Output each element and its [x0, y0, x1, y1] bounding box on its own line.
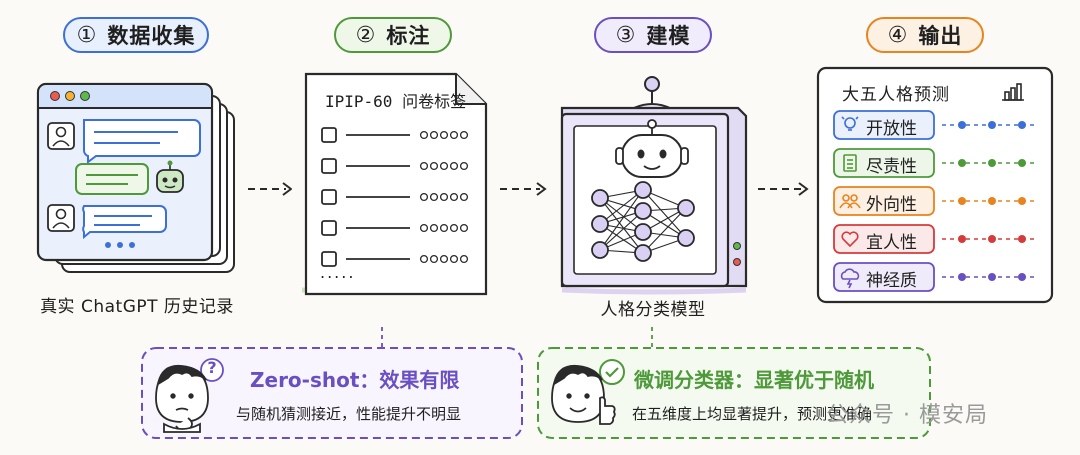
- questionnaire-ellipsis: .....: [320, 263, 356, 282]
- happy-person-icon: [551, 359, 625, 425]
- step-label: 建模: [646, 24, 691, 48]
- robot-face-icon: [615, 119, 689, 178]
- trait-row: [833, 186, 1034, 216]
- question-badge-icon: ?: [207, 358, 217, 377]
- step-pill-3: ③ 建模: [594, 17, 712, 53]
- trait-label: 神经质: [866, 271, 917, 291]
- trait-label: 宜人性: [866, 233, 917, 253]
- nn-node: [634, 202, 652, 220]
- flow-arrows: [248, 182, 809, 196]
- zero-shot-title: Zero-shot：效果有限: [250, 368, 460, 392]
- chat-history-stack: [36, 82, 235, 273]
- step-label: 标注: [386, 24, 431, 48]
- step-label: 数据收集: [107, 24, 196, 48]
- chatbot-icon: [156, 160, 184, 193]
- step-number: ②: [355, 22, 377, 48]
- question-row: [321, 189, 469, 205]
- step-pill-1: ① 数据收集: [63, 17, 209, 53]
- question-row: [321, 251, 469, 267]
- step-pill-2: ② 标注: [334, 17, 452, 53]
- step-number: ①: [76, 22, 98, 48]
- antenna-ball: [644, 76, 660, 92]
- storm-cloud-icon: [840, 268, 860, 289]
- finetune-title: 微调分类器：显著优于随机: [634, 368, 874, 392]
- zero-shot-subtitle: 与随机猜测接近，性能提升不明显: [236, 405, 462, 423]
- trait-row: [833, 110, 1034, 140]
- trait-row: [833, 262, 1034, 292]
- thinking-person-icon: [155, 358, 224, 433]
- zero-shot-callout: [141, 347, 523, 439]
- nn-node: [634, 223, 652, 241]
- user-avatar-icon: [47, 204, 75, 232]
- status-light-green: [733, 242, 741, 250]
- lightbulb-icon: [841, 116, 859, 131]
- window-max-dot: [80, 91, 90, 101]
- question-row: [321, 127, 469, 143]
- nn-node: [677, 229, 695, 247]
- nn-node: [591, 215, 609, 233]
- bar-chart-icon: [1002, 83, 1024, 101]
- trait-row: [833, 148, 1034, 178]
- trait-row: [833, 224, 1034, 254]
- step-label: 输出: [918, 24, 963, 48]
- status-light-red: [733, 258, 741, 266]
- user-avatar-icon: [47, 122, 75, 150]
- trait-label: 开放性: [866, 119, 917, 139]
- trait-label: 外向性: [866, 195, 917, 215]
- trait-label: 尽责性: [866, 157, 917, 177]
- people-icon: [839, 194, 861, 209]
- model-box: [560, 76, 748, 295]
- watermark: 公众号 · 模安局: [826, 403, 988, 428]
- heart-icon: [841, 231, 859, 248]
- checklist-icon: [843, 154, 857, 172]
- nn-node: [634, 181, 652, 199]
- question-row: [321, 220, 469, 236]
- model-caption: 人格分类模型: [600, 300, 706, 320]
- questionnaire-document: [301, 72, 488, 296]
- finetune-callout: [537, 347, 931, 439]
- neural-network-icon: [591, 181, 695, 262]
- question-row: [321, 158, 469, 174]
- finetune-subtitle: 在五维度上均显著提升，预测更准确: [632, 405, 873, 423]
- window-close-dot: [50, 91, 60, 101]
- window-min-dot: [65, 91, 75, 101]
- data-collection-caption: 真实 ChatGPT 历史记录: [40, 297, 234, 317]
- nn-node: [591, 241, 609, 259]
- step-number: ④: [887, 22, 909, 48]
- output-title: 大五人格预测: [842, 85, 950, 105]
- step-number: ③: [615, 22, 637, 48]
- questionnaire-title: IPIP-60 问卷标签: [325, 92, 467, 111]
- output-panel: [816, 66, 1054, 304]
- nn-node: [591, 189, 609, 207]
- nn-node: [634, 244, 652, 262]
- step-pill-4: ④ 输出: [866, 17, 984, 53]
- nn-node: [677, 199, 695, 217]
